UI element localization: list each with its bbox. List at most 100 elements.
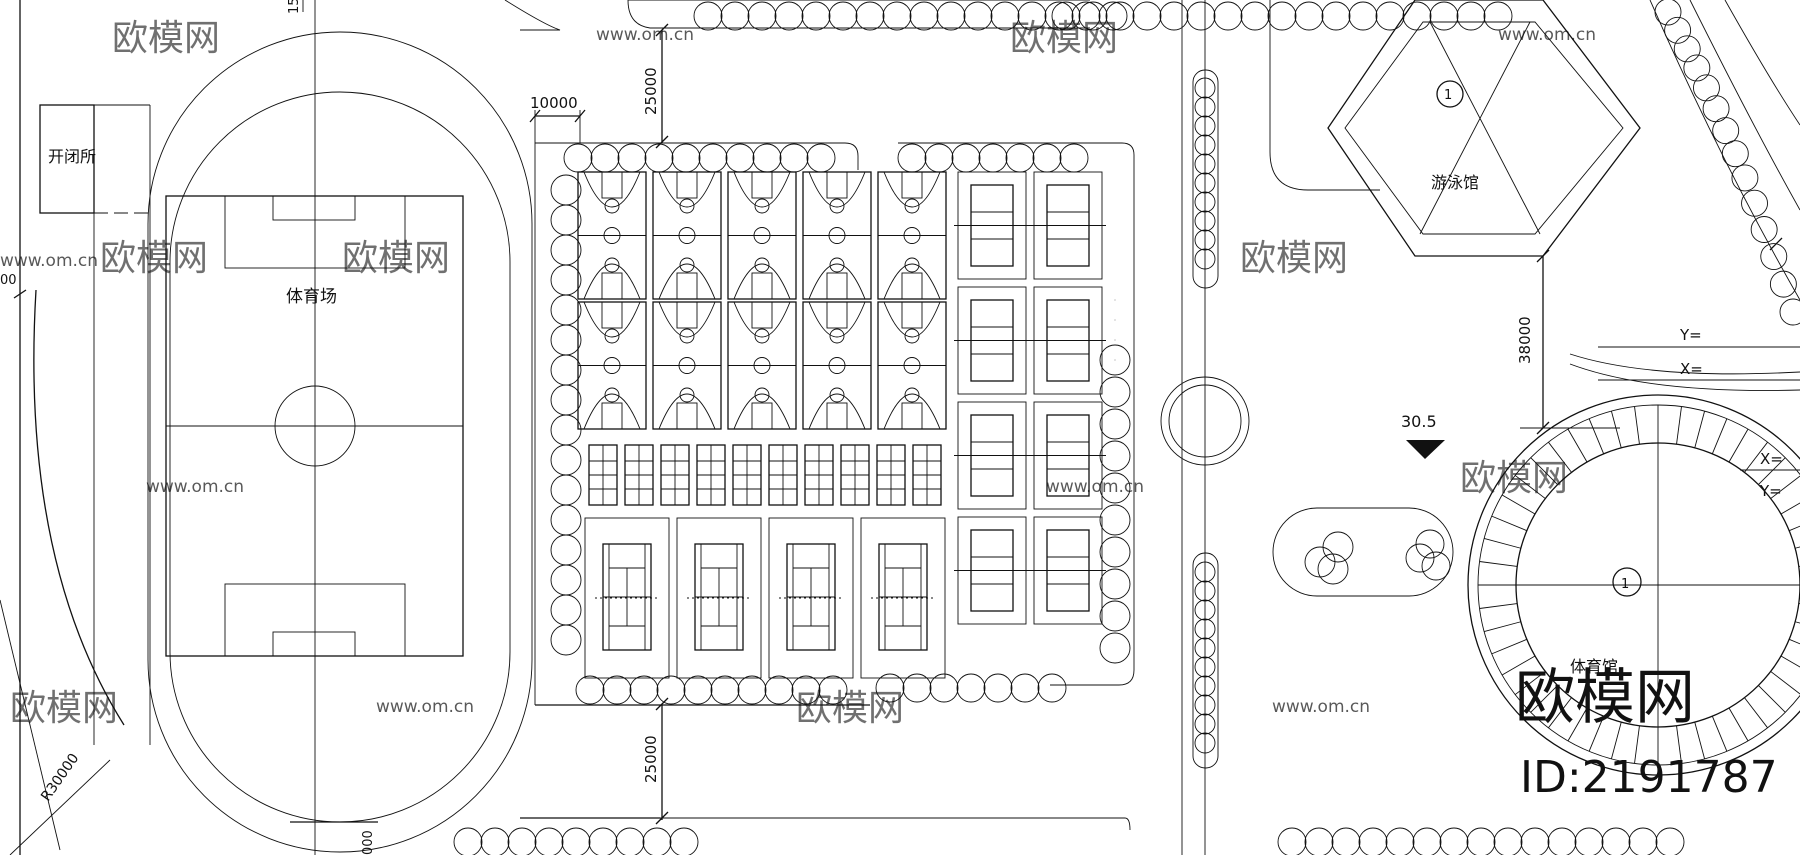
tree	[550, 204, 582, 236]
tree	[1032, 143, 1062, 173]
tree	[550, 624, 582, 656]
tree	[1044, 1, 1074, 31]
svg-text:Y=: Y=	[1759, 482, 1782, 500]
curved-road: Y= X=	[1569, 0, 1800, 391]
tree	[1294, 1, 1324, 31]
tree	[1520, 827, 1550, 855]
tree	[698, 143, 728, 173]
tree	[1769, 270, 1797, 298]
dim-left-edge: 00	[0, 273, 27, 299]
svg-text:X=: X=	[1680, 360, 1703, 378]
svg-text:R30000: R30000	[38, 751, 82, 805]
tree	[1456, 1, 1486, 31]
tree	[1010, 673, 1040, 703]
watermark-corner: 欧模网 ID:2191787	[1515, 663, 1778, 803]
tree	[1159, 1, 1189, 31]
watermark-site-faint: www.om.cn	[146, 477, 244, 497]
tree-rows	[550, 1, 1513, 705]
tree	[936, 1, 966, 31]
tree	[764, 675, 794, 705]
tree	[1712, 117, 1740, 145]
tree	[1194, 561, 1216, 583]
tree	[1194, 637, 1216, 659]
tree	[1099, 344, 1131, 376]
tree	[1331, 827, 1361, 855]
dim-top-gap: 25000	[642, 23, 669, 149]
svg-text:000: 000	[361, 830, 376, 855]
tree	[550, 474, 582, 506]
tree	[737, 675, 767, 705]
tree	[774, 1, 804, 31]
tree	[828, 1, 858, 31]
tree	[1402, 1, 1432, 31]
tree	[693, 1, 723, 31]
svg-text:25000: 25000	[642, 735, 660, 783]
tree	[1194, 675, 1216, 697]
tree	[747, 1, 777, 31]
main-road	[1160, 0, 1250, 855]
tree	[1099, 568, 1131, 600]
watermark-site-faint: www.om.cn	[1046, 477, 1144, 497]
tree	[1194, 694, 1216, 716]
tree	[924, 143, 954, 173]
tree	[507, 827, 537, 855]
tree	[1105, 1, 1135, 31]
tree	[1760, 243, 1788, 271]
tennis-court	[768, 517, 854, 679]
tree	[1213, 1, 1243, 31]
tree	[550, 324, 582, 356]
tree	[629, 675, 659, 705]
basketball-courts	[577, 171, 947, 430]
tree	[806, 143, 836, 173]
tree	[1099, 408, 1131, 440]
tree	[855, 1, 885, 31]
watermark-brand-faint: 欧模网	[342, 238, 450, 279]
tree	[801, 1, 831, 31]
tree	[752, 143, 782, 173]
tree	[1601, 827, 1631, 855]
tree	[720, 1, 750, 31]
tree	[956, 673, 986, 703]
tree	[1099, 632, 1131, 664]
tree	[1683, 54, 1711, 82]
tree	[963, 1, 993, 31]
tree	[1071, 1, 1101, 31]
tree	[1741, 189, 1768, 217]
tree	[929, 673, 959, 703]
tree	[550, 534, 582, 566]
elevation-value: 30.5	[1401, 412, 1437, 431]
tennis-court	[584, 517, 670, 679]
natatorium: 1 游泳馆 38000 30.5	[1269, 0, 1641, 459]
tree	[1059, 143, 1089, 173]
tree	[1099, 376, 1131, 408]
tree	[1005, 143, 1035, 173]
tree	[1194, 134, 1216, 156]
football-pitch: 体育场	[165, 0, 464, 855]
tree	[1037, 673, 1067, 703]
tree	[1099, 536, 1131, 568]
dim-plaza-gap: 38000	[1516, 316, 1534, 364]
svg-text:Y=: Y=	[1679, 326, 1702, 344]
gymnasium-tag: 1	[1621, 577, 1629, 592]
tree	[1267, 1, 1297, 31]
tree	[1721, 140, 1749, 168]
tree	[575, 675, 605, 705]
tree	[1194, 210, 1216, 232]
watermark-brand-faint: 欧模网	[1010, 18, 1118, 59]
tree	[642, 827, 672, 855]
tree	[550, 174, 582, 206]
tree	[1078, 1, 1108, 31]
watermark-site-faint: www.om.cn	[0, 251, 98, 271]
tree	[617, 143, 647, 173]
tree	[1194, 618, 1216, 640]
tree	[1194, 580, 1216, 602]
tree	[550, 594, 582, 626]
tree	[1466, 827, 1496, 855]
tree	[453, 827, 483, 855]
tennis-court	[860, 517, 946, 679]
stadium-area: 开闭所 体育场 150 00 R30000 000	[0, 0, 533, 855]
tree	[1132, 1, 1162, 31]
svg-text:25000: 25000	[642, 67, 660, 115]
watermark-site-faint: www.om.cn	[1498, 25, 1596, 45]
